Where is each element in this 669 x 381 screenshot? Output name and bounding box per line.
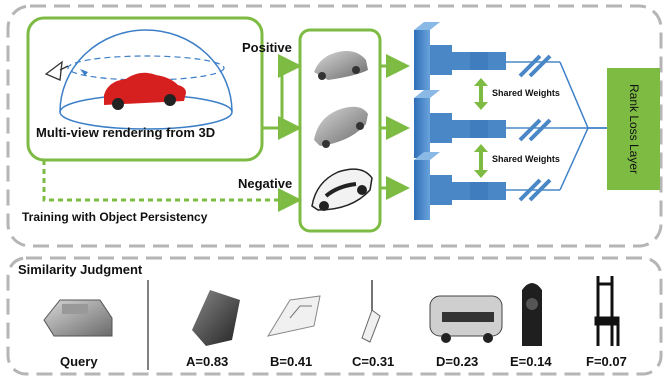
rank-loss-connectors [559, 61, 607, 191]
camera-icon [44, 60, 69, 81]
cnn-stack-bottom [414, 152, 560, 220]
query-boat-icon [43, 299, 113, 337]
candidate-b-icon [266, 295, 321, 337]
shared-weights-arrow-1 [474, 78, 488, 110]
red-car-icon [104, 72, 186, 110]
view-racecar-icon [311, 168, 373, 211]
candidate-e-label: E=0.14 [510, 354, 552, 369]
training-panel-frame [6, 4, 663, 248]
rank-loss-layer: Rank Loss Layer [607, 68, 660, 190]
positive-label: Positive [242, 40, 292, 55]
candidate-c-label: C=0.31 [352, 354, 395, 369]
shared-weights-arrow-2 [474, 144, 488, 178]
similarity-panel-frame [6, 256, 663, 376]
query-label: Query [60, 354, 98, 369]
similarity-title: Similarity Judgment [18, 262, 143, 277]
candidate-d-icon [429, 295, 503, 343]
training-caption: Training with Object Persistency [22, 210, 208, 224]
positive-arrows [262, 54, 302, 140]
negative-arrow [42, 160, 302, 212]
cnn-stack-middle [414, 90, 560, 158]
candidate-a-icon [192, 290, 240, 346]
candidate-b-label: B=0.41 [270, 354, 313, 369]
candidate-a-label: A=0.83 [186, 354, 229, 369]
candidate-f-icon [594, 276, 620, 346]
render-caption: Multi-view rendering from 3D [36, 125, 216, 140]
view-car-2-icon [314, 106, 368, 148]
view-car-1-icon [314, 51, 368, 80]
view-to-net-arrows [380, 54, 410, 200]
rank-loss-label: Rank Loss Layer [626, 83, 641, 175]
shared-weights-label-1: Shared Weights [492, 88, 560, 98]
candidate-f-label: F=0.07 [586, 354, 627, 369]
cnn-stack-top [414, 22, 560, 90]
candidate-d-label: D=0.23 [436, 354, 479, 369]
candidate-c-icon [361, 280, 381, 343]
candidate-e-icon [522, 283, 542, 346]
negative-label: Negative [238, 176, 293, 191]
shared-weights-label-2: Shared Weights [492, 154, 560, 164]
